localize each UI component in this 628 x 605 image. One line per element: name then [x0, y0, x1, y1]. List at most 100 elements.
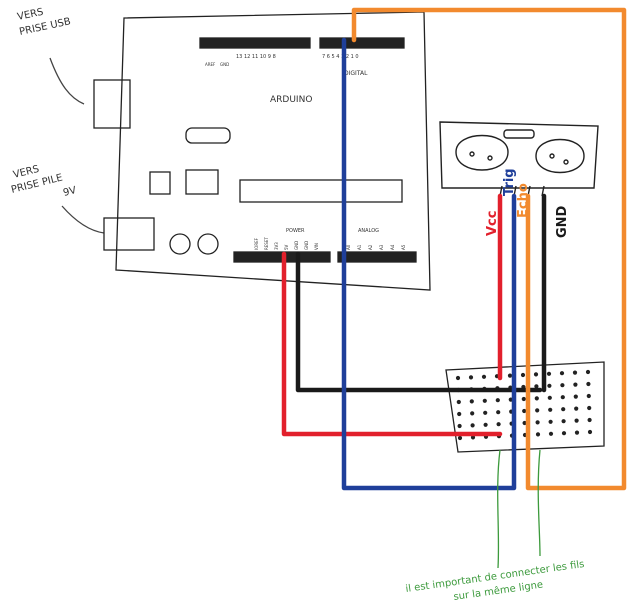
breadboard-hole: [548, 407, 553, 412]
breadboard-hole: [496, 422, 501, 427]
breadboard-hole: [561, 407, 566, 412]
vcc-wire-arduino: [281, 251, 503, 437]
breadboard-hole: [457, 423, 462, 429]
bottom-note: il est important de connecter les fils s…: [405, 449, 585, 603]
breadboard-hole: [548, 419, 553, 424]
breadboard-hole: [535, 420, 540, 425]
breadboard-hole: [586, 381, 591, 387]
analog-pin-labels: A0 A1 A2 A3 A4 A5: [346, 244, 406, 250]
breadboard-hole: [469, 399, 474, 404]
breadboard-hole: [559, 371, 565, 376]
breadboard-hole: [533, 372, 539, 377]
echo-wire: [351, 7, 627, 491]
usb-note-arrow: [49, 57, 85, 105]
breadboard-hole: [470, 423, 475, 428]
dot: [549, 153, 555, 159]
breadboard: [445, 361, 605, 453]
board-name: ARDUINO: [270, 95, 312, 105]
digital-header-right: [319, 37, 405, 49]
breadboard-hole: [481, 374, 487, 379]
pin-label: IOREF: [254, 237, 259, 250]
gnd-wire-arduino: [295, 251, 543, 393]
sensor-pins: [499, 185, 545, 197]
breadboard-hole: [574, 430, 580, 435]
digital-label: DIGITAL: [344, 70, 368, 77]
dot: [469, 151, 475, 157]
pin-label: A2: [368, 244, 373, 250]
trig-wire: [341, 37, 517, 491]
arduino-labels: ARDUINO DIGITAL 13 12 11 10 9 8 7 6 5 4 …: [205, 54, 406, 250]
pin-label: A0: [346, 244, 351, 250]
breadboard-hole: [456, 399, 461, 405]
breadboard-hole: [520, 372, 526, 378]
board-outline: [115, 11, 431, 291]
trig-label: Trig: [502, 168, 517, 196]
breadboard-hole: [574, 406, 579, 411]
breadboard-hole: [483, 422, 488, 427]
breadboard-hole: [455, 375, 461, 381]
wires: [281, 7, 627, 491]
breadboard-hole: [535, 432, 541, 437]
battery-note-line3: 9V: [62, 185, 78, 199]
pin-label: VIN: [314, 243, 319, 250]
capacitor-2: [197, 233, 219, 255]
capacitor-1: [169, 233, 191, 255]
breadboard-hole: [457, 411, 462, 417]
breadboard-hole: [587, 429, 593, 435]
breadboard-hole: [574, 418, 579, 423]
breadboard-hole: [560, 395, 565, 400]
breadboard-outline: [445, 361, 605, 453]
chip-small-2: [185, 169, 219, 195]
breadboard-hole: [534, 396, 539, 401]
dot: [563, 159, 569, 165]
breadboard-hole: [470, 435, 476, 440]
breadboard-hole: [585, 369, 591, 375]
breadboard-hole: [547, 383, 552, 388]
ultrasonic-sensor: [439, 121, 599, 197]
sensor-transducer-left: [455, 134, 509, 171]
pin-label: 5V: [284, 244, 289, 250]
usb-note: VERS PRISE USB: [16, 7, 85, 105]
power-label: POWER: [286, 228, 305, 234]
breadboard-hole: [495, 398, 500, 403]
power-jack: [103, 217, 155, 251]
breadboard-hole: [561, 419, 566, 424]
breadboard-hole: [483, 410, 488, 415]
pin-label: A1: [357, 244, 362, 250]
battery-note: VERS PRISE PILE 9V: [10, 164, 105, 234]
sensor-crystal: [503, 129, 535, 139]
usb-note-line1: VERS: [16, 7, 44, 23]
pin-label: A5: [401, 244, 406, 250]
breadboard-hole: [561, 431, 567, 436]
vcc-label: Vcc: [485, 211, 500, 236]
aref-label: AREF: [205, 62, 216, 67]
breadboard-hole: [573, 382, 578, 387]
gnd-label: GND: [555, 205, 570, 238]
breadboard-hole: [548, 431, 554, 436]
analog-label: ANALOG: [358, 228, 379, 234]
breadboard-hole: [457, 435, 463, 441]
pin-label: A3: [379, 244, 384, 250]
breadboard-hole: [470, 411, 475, 416]
breadboard-hole: [546, 371, 552, 376]
breadboard-hole: [496, 410, 501, 415]
breadboard-hole: [547, 395, 552, 400]
note-arrow-right: [537, 449, 541, 557]
breadboard-hole: [468, 375, 474, 380]
breadboard-hole: [521, 396, 526, 402]
pin-label: A4: [390, 244, 395, 250]
usb-socket: [93, 79, 131, 129]
digital-numbers-right: 7 6 5 4 3 2 1 0: [322, 54, 359, 60]
microcontroller: [239, 179, 403, 203]
battery-note-arrow: [61, 205, 105, 234]
breadboard-hole: [535, 408, 540, 413]
breadboard-hole: [587, 405, 592, 411]
pin-label: RESET: [264, 237, 269, 250]
pin-label: GND: [304, 241, 309, 250]
breadboard-hole: [507, 373, 513, 378]
breadboard-hole: [560, 383, 565, 388]
digital-header-left: [199, 37, 311, 49]
gnd-label: GND: [220, 62, 229, 67]
breadboard-hole: [573, 394, 578, 399]
